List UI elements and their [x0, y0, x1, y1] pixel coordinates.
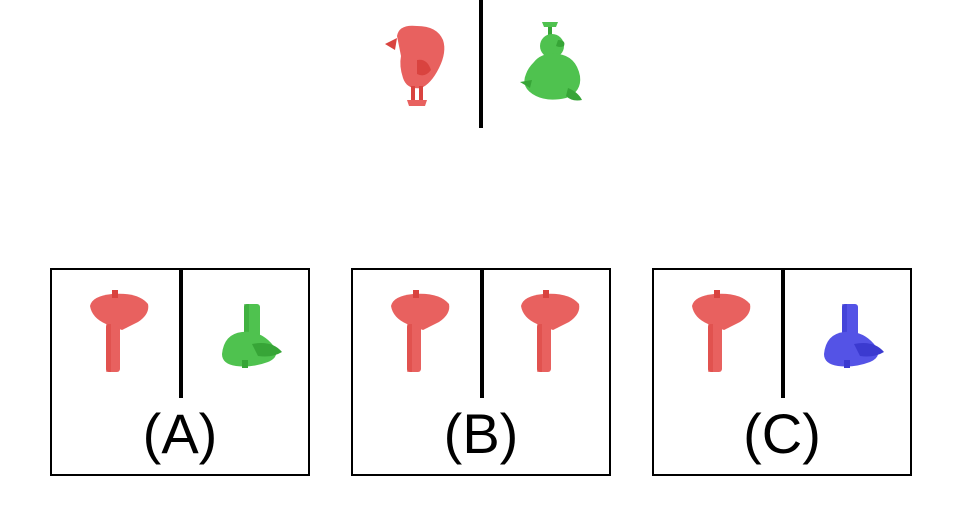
option-c[interactable]: (C) [652, 268, 912, 476]
option-b[interactable]: (B) [351, 268, 611, 476]
green-bird-icon [512, 18, 586, 110]
option-a-divider [179, 270, 183, 398]
option-a[interactable]: (A) [50, 268, 310, 476]
red-bird-icon [381, 18, 455, 110]
red-sink-icon [513, 284, 585, 376]
option-c-divider [781, 270, 785, 398]
red-sink-icon [383, 284, 455, 376]
red-sink-icon [82, 284, 154, 376]
option-c-label: (C) [743, 402, 821, 465]
option-a-label: (A) [142, 402, 218, 465]
option-b-divider [480, 270, 484, 398]
exemplar-divider [479, 0, 483, 128]
blue-sink-tilted-icon [814, 284, 886, 376]
red-sink-icon [684, 284, 756, 376]
option-b-label: (B) [443, 402, 519, 465]
green-sink-tilted-icon [212, 284, 284, 376]
